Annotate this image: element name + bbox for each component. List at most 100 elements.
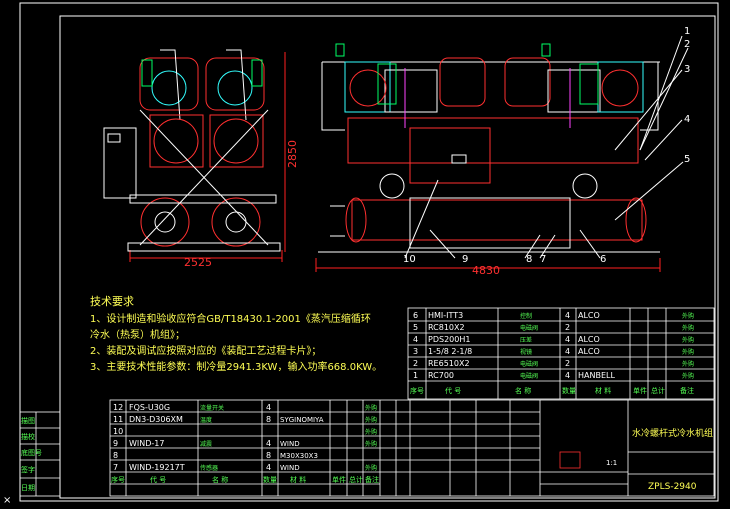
upper-row-qty: 4 <box>565 371 570 380</box>
dim-width-side: 2525 <box>184 256 212 269</box>
upper-row-qty: 4 <box>565 347 570 356</box>
upper-row-name: 视镜 <box>520 348 532 356</box>
lower-header-cell: 数量 <box>263 475 277 484</box>
upper-row-name: 电磁阀 <box>520 324 538 332</box>
upper-row-no: 2 <box>413 359 418 368</box>
upper-row-mat: ALCO <box>578 311 600 320</box>
left-stamp-labels: 描图 描校 底图号 签字 日期 <box>21 416 42 492</box>
lower-row-note: 外购 <box>365 440 377 448</box>
tech-req-line-1: 1、设计制造和验收应符合GB/T18430.1-2001《蒸汽压缩循环 <box>90 312 371 325</box>
lower-row-mat: WIND <box>280 440 300 448</box>
upper-row-qty: 4 <box>565 311 570 320</box>
left-stamp-block <box>19 411 61 497</box>
upper-row-no: 4 <box>413 335 418 344</box>
upper-header-cell: 总计 <box>651 386 665 395</box>
lower-row-qty: 4 <box>266 439 271 448</box>
lower-row-code: WIND-17 <box>129 439 164 448</box>
callout-9: 9 <box>462 254 468 265</box>
upper-header-cell: 代 号 <box>445 386 461 395</box>
lower-header-cell: 材 料 <box>290 475 306 484</box>
upper-row-note: 外购 <box>682 336 694 344</box>
callouts-bottom: 10 9 8 7 6 <box>403 254 606 265</box>
parts-table-lower-rows: 12 FQS-U30G 流量开关 4 外购 11 DN3-D306XM 温度 8 SYGINOMI… <box>111 403 379 484</box>
lower-row-note: 外购 <box>365 428 377 436</box>
stamp-label-3: 底图号 <box>21 448 42 457</box>
lower-header-cell: 备注 <box>365 475 379 484</box>
lower-row-note: 外购 <box>365 404 377 412</box>
lower-row-name: 传感器 <box>200 464 218 472</box>
lower-row-qty: 8 <box>266 415 271 424</box>
lower-row-no: 11 <box>113 415 123 424</box>
lower-header-cell: 序号 <box>111 475 125 484</box>
upper-header-cell: 序号 <box>410 386 424 395</box>
cursor-mark-icon: × <box>3 495 11 506</box>
upper-row-name: 控制 <box>520 312 532 320</box>
callout-6: 6 <box>600 254 606 265</box>
upper-row-name: 电磁阀 <box>520 360 538 368</box>
upper-row-code: HMI-ITT3 <box>428 311 463 320</box>
tech-req-line-3: 2、装配及调试应按照对应的《装配工艺过程卡片》； <box>90 344 321 357</box>
lower-row-name: 温度 <box>200 416 212 424</box>
lower-row-code: FQS-U30G <box>129 403 170 412</box>
dim-length-front: 4830 <box>472 264 500 277</box>
parts-table-lower <box>109 399 715 497</box>
callout-1: 1 <box>684 26 690 37</box>
scale-value: 1:1 <box>606 459 617 467</box>
upper-row-qty: 4 <box>565 335 570 344</box>
upper-row-note: 外购 <box>682 324 694 332</box>
upper-row-no: 3 <box>413 347 418 356</box>
upper-row-mat: HANBELL <box>578 371 615 380</box>
callout-4: 4 <box>684 114 690 125</box>
upper-row-name: 电磁阀 <box>520 372 538 380</box>
lower-header-cell: 名 称 <box>212 475 228 484</box>
upper-header-cell: 名 称 <box>515 386 531 395</box>
callout-3: 3 <box>684 64 690 75</box>
upper-header-cell: 备注 <box>680 386 694 395</box>
callout-5: 5 <box>684 154 690 165</box>
lower-header-cell: 代 号 <box>150 475 166 484</box>
lower-row-no: 10 <box>113 427 123 436</box>
lower-row-no: 12 <box>113 403 123 412</box>
dim-height-side: 2850 <box>286 140 299 168</box>
upper-row-code: RC810X2 <box>428 323 465 332</box>
lower-row-code: WIND-19217T <box>129 463 185 472</box>
lower-row-code: DN3-D306XM <box>129 415 183 424</box>
lower-row-name: 减震 <box>200 440 212 448</box>
upper-row-mat: ALCO <box>578 347 600 356</box>
stamp-label-5: 日期 <box>21 484 35 492</box>
lower-row-qty: 4 <box>266 403 271 412</box>
lower-row-note: 外购 <box>365 464 377 472</box>
tech-req-line-4: 3、主要技术性能参数：制冷量2941.3KW，输入功率668.0KW。 <box>90 360 382 373</box>
stamp-label-4: 签字 <box>21 465 35 474</box>
side-view: 2525 2850 <box>103 49 299 269</box>
lower-row-mat: WIND <box>280 464 300 472</box>
upper-row-no: 6 <box>413 311 418 320</box>
lower-row-name: 流量开关 <box>200 404 224 412</box>
lower-row-mat: SYGINOMIYA <box>280 416 324 424</box>
front-view: 4830 <box>315 35 689 277</box>
tech-req-line-2: 冷水（热泵）机组》； <box>90 328 185 341</box>
callout-8: 8 <box>526 254 532 265</box>
upper-row-note: 外购 <box>682 348 694 356</box>
upper-row-note: 外购 <box>682 312 694 320</box>
upper-header-cell: 单件 <box>633 386 647 395</box>
lower-header-cell: 总计 <box>349 475 363 484</box>
upper-row-no: 5 <box>413 323 418 332</box>
lower-row-no: 7 <box>113 463 118 472</box>
upper-header-cell: 材 料 <box>595 386 611 395</box>
lower-header-cell: 单件 <box>332 475 346 484</box>
upper-row-code: RE6510X2 <box>428 359 470 368</box>
tech-requirements: 技术要求 1、设计制造和验收应符合GB/T18430.1-2001《蒸汽压缩循环… <box>90 295 382 373</box>
callout-10: 10 <box>403 254 416 265</box>
callout-7: 7 <box>540 254 546 265</box>
upper-row-mat: ALCO <box>578 335 600 344</box>
callouts-top: 1 2 3 4 5 <box>684 26 690 165</box>
upper-row-code: PDS200H1 <box>428 335 470 344</box>
drawing-number: ZPLS-2940 <box>648 482 697 492</box>
upper-row-note: 外购 <box>682 360 694 368</box>
upper-row-qty: 2 <box>565 359 570 368</box>
lower-row-no: 8 <box>113 451 118 460</box>
parts-table-upper <box>407 307 715 400</box>
